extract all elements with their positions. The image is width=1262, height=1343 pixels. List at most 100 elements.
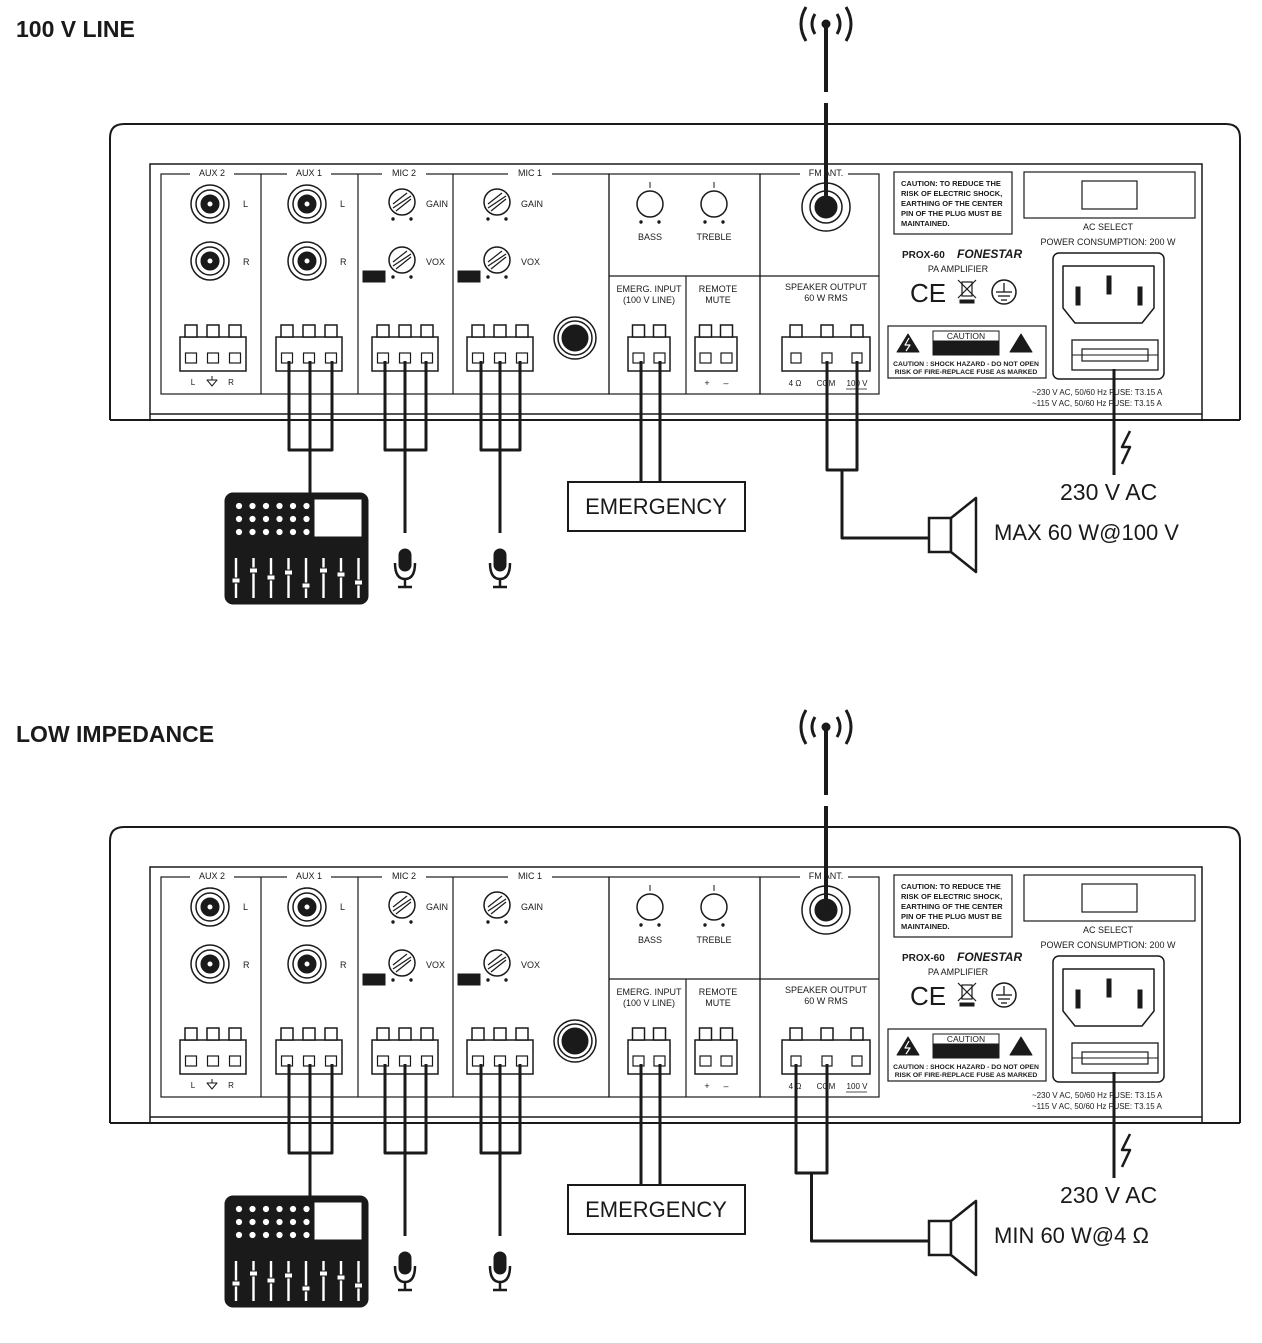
aux2-terminal-r: R xyxy=(228,1081,234,1090)
aux2-rca-left-jack xyxy=(190,887,230,927)
model-label: PROX-60 xyxy=(902,250,945,261)
bass-label: BASS xyxy=(638,935,662,945)
mic1-off-badge xyxy=(457,270,481,283)
aux1-rca-left-jack xyxy=(287,887,327,927)
mic1-label: MIC 1 xyxy=(518,871,542,881)
aux1-l-label: L xyxy=(340,199,345,209)
remote-mute-sub-label: MUTE xyxy=(705,998,731,1008)
section-title-low-impedance: LOW IMPEDANCE xyxy=(16,721,215,747)
caution-box-sub-1: DO NOT OPEN xyxy=(948,350,983,356)
aux2-rca-right-jack xyxy=(190,241,230,281)
amplifier-chassis xyxy=(109,123,1241,421)
mic2-vox-knob xyxy=(388,246,416,279)
brand-logo: FONESTAR xyxy=(957,950,1022,964)
fuse-230v-label: ~230 V AC, 50/60 Hz FUSE: T3.15 A xyxy=(1032,388,1163,397)
caution-box-text-0: CAUTION : SHOCK HAZARD - DO NOT OPEN xyxy=(893,361,1039,368)
mic1-vox-label: VOX xyxy=(521,257,540,267)
microphone-icon-mic1 xyxy=(488,548,512,589)
aux1-rca-right-jack xyxy=(287,944,327,984)
mic1-xlr-jack xyxy=(553,316,597,360)
fuse-115v-label: ~115 V AC, 50/60 Hz FUSE: T3.15 A xyxy=(1032,399,1162,408)
weee-bin-icon xyxy=(957,279,977,304)
caution-text-line-1: RISK OF ELECTRIC SHOCK, xyxy=(901,892,1002,901)
remote-mute-terminal-block xyxy=(694,1027,738,1075)
bass-knob xyxy=(636,885,664,927)
caution-warning-box: ! xyxy=(887,1028,1047,1082)
mic1-xlr-jack xyxy=(553,1019,597,1063)
caution-text-line-2: EARTHING OF THE CENTER xyxy=(901,902,1003,911)
remote-mute-terminal-block xyxy=(694,324,738,372)
out-100v-label: 100 V xyxy=(847,1082,869,1091)
bass-knob xyxy=(636,182,664,224)
mic1-vox-knob xyxy=(483,949,511,982)
product-type-label: PA AMPLIFIER xyxy=(928,967,989,977)
caution-text-line-3: PIN OF THE PLUG MUST BE xyxy=(901,209,1002,218)
aux2-r-label: R xyxy=(243,960,250,970)
caution-text-line-1: RISK OF ELECTRIC SHOCK, xyxy=(901,189,1002,198)
remote-mute-label: REMOTE xyxy=(699,987,738,997)
aux1-r-label: R xyxy=(340,257,347,267)
caution-box-sub-1: DO NOT OPEN xyxy=(948,1053,983,1059)
speaker-label: MAX 60 W@100 V xyxy=(994,520,1179,545)
mic2-off-label: OFF xyxy=(366,976,382,985)
emerg-input-terminal-block xyxy=(627,1027,671,1075)
earth-ground-icon xyxy=(991,982,1017,1008)
mic2-gain-knob xyxy=(388,188,416,221)
mic2-vox-knob xyxy=(388,949,416,982)
emerg-input-label: EMERG. INPUT xyxy=(616,284,682,294)
emerg-input-terminal-block xyxy=(627,324,671,372)
emerg-input-sub-label: (100 V LINE) xyxy=(623,998,675,1008)
caution-box-sub-0: RISK OF ELECTRIC SHOCK xyxy=(933,1047,1000,1053)
power-bolt-icon xyxy=(1120,430,1132,465)
power-consumption-label: POWER CONSUMPTION: 200 W xyxy=(1040,940,1176,950)
mic1-vox-knob xyxy=(483,246,511,279)
speaker-output-label: SPEAKER OUTPUT xyxy=(785,985,868,995)
mic1-off-badge xyxy=(457,973,481,986)
iec-power-inlet xyxy=(1052,955,1165,1083)
ac-select-switch xyxy=(1081,180,1138,210)
amplifier-chassis xyxy=(109,826,1241,1124)
microphone-icon-mic2 xyxy=(393,548,417,589)
out-4ohm-label: 4 Ω xyxy=(789,379,802,388)
ac-select-panel xyxy=(1023,171,1196,219)
fuse-230v-label: ~230 V AC, 50/60 Hz FUSE: T3.15 A xyxy=(1032,1091,1163,1100)
aux2-rca-left-jack xyxy=(190,184,230,224)
mic1-gain-knob xyxy=(483,891,511,924)
aux2-r-label: R xyxy=(243,257,250,267)
microphone-icon-mic2 xyxy=(393,1251,417,1292)
aux2-terminal-l: L xyxy=(191,378,196,387)
speaker-output-sub-label: 60 W RMS xyxy=(804,293,848,303)
mic1-vox-label: VOX xyxy=(521,960,540,970)
caution-text-box xyxy=(893,874,1013,938)
aux2-label: AUX 2 xyxy=(199,168,225,178)
treble-label: TREBLE xyxy=(696,935,731,945)
mic2-label: MIC 2 xyxy=(392,871,416,881)
ac-select-panel xyxy=(1023,874,1196,922)
mic2-gain-knob xyxy=(388,891,416,924)
caution-box-text-0: CAUTION : SHOCK HAZARD - DO NOT OPEN xyxy=(893,1064,1039,1071)
mic2-off-badge xyxy=(362,973,386,986)
remote-mute-sub-label: MUTE xyxy=(705,295,731,305)
power-consumption-label: POWER CONSUMPTION: 200 W xyxy=(1040,237,1176,247)
treble-knob xyxy=(700,885,728,927)
bass-label: BASS xyxy=(638,232,662,242)
speaker-output-sub-label: 60 W RMS xyxy=(804,996,848,1006)
caution-box-text-1: RISK OF FIRE-REPLACE FUSE AS MARKED xyxy=(895,1072,1038,1079)
remote-plus-label: + xyxy=(704,1081,709,1091)
caution-text-line-2: EARTHING OF THE CENTER xyxy=(901,199,1003,208)
microphone-icon-mic1 xyxy=(488,1251,512,1292)
emerg-input-sub-label: (100 V LINE) xyxy=(623,295,675,305)
aux1-label: AUX 1 xyxy=(296,168,322,178)
aux1-rca-left-jack xyxy=(287,184,327,224)
aux2-label: AUX 2 xyxy=(199,871,225,881)
ac-select-label: AC SELECT xyxy=(1083,925,1134,935)
mic2-label: MIC 2 xyxy=(392,168,416,178)
caution-box-sub-0: RISK OF ELECTRIC SHOCK xyxy=(933,344,1000,350)
speaker-output-label: SPEAKER OUTPUT xyxy=(785,282,868,292)
aux1-l-label: L xyxy=(340,902,345,912)
mic2-vox-label: VOX xyxy=(426,257,445,267)
speaker-icon xyxy=(927,496,978,574)
remote-minus-label: – xyxy=(723,1081,728,1091)
emergency-box xyxy=(567,1184,746,1235)
